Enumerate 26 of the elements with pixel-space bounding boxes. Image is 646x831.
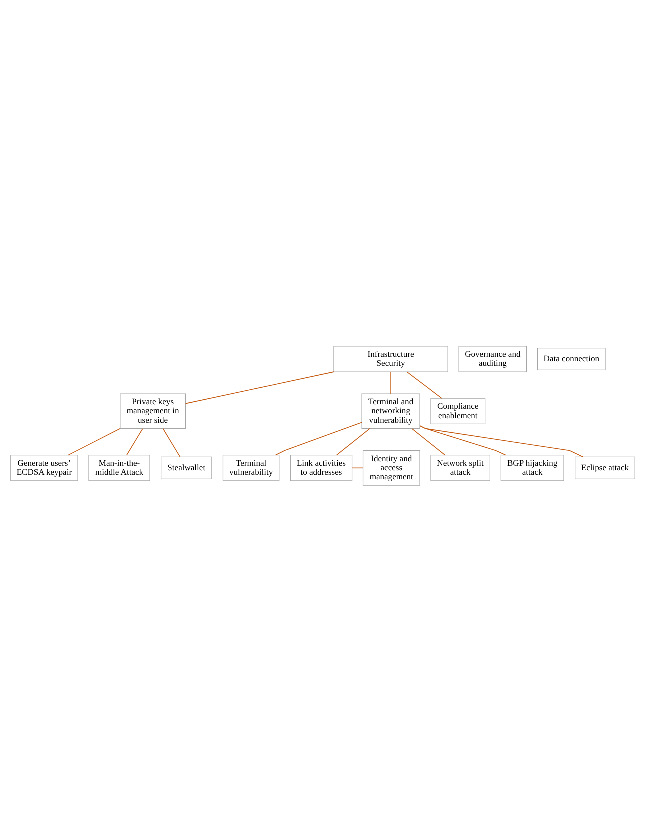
node-box: Terminal vulnerability: [222, 454, 280, 481]
node-box: Compliance enablement: [430, 398, 486, 424]
connector: [352, 467, 364, 468]
connector: [275, 422, 362, 456]
node-box: Network split attack: [430, 454, 490, 481]
node-box: Man-in-the-middle Attack: [88, 454, 150, 481]
connector: [420, 425, 584, 458]
node-box: Governance and auditing: [458, 346, 528, 372]
connector: [126, 428, 144, 456]
node-box: Private keys management in user side: [120, 393, 186, 429]
node-box: Stealwallet: [161, 456, 212, 479]
connector: [336, 428, 370, 456]
connector: [185, 371, 334, 404]
node-box: Identity and access management: [362, 450, 420, 486]
node-box: Eclipse attack: [575, 456, 636, 479]
connector: [162, 428, 181, 458]
node-box: Data connection: [537, 347, 606, 370]
node-box: Terminal and networking vulnerability: [362, 393, 420, 429]
connector: [412, 428, 446, 456]
node-box: BGP hijacking attack: [500, 454, 564, 481]
node-box: Generate users’ ECDSA keypair: [10, 454, 78, 481]
connector: [68, 428, 121, 456]
node-box: Link activities to addresses: [290, 454, 353, 481]
connector: [390, 371, 392, 394]
connector: [406, 371, 442, 398]
node-box: Infrastructure Security: [334, 346, 448, 372]
